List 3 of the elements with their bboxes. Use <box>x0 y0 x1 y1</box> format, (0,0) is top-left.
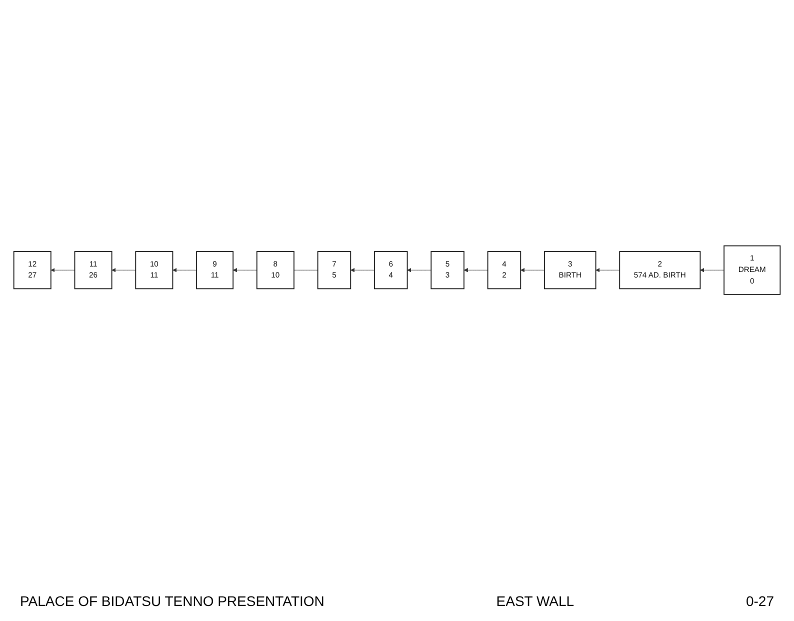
note-text: EAST WALL <box>496 593 574 609</box>
note-text: PALACE OF BIDATSU TENNO PRESENTATION <box>20 593 324 609</box>
note-text: 0-27 <box>746 593 774 609</box>
